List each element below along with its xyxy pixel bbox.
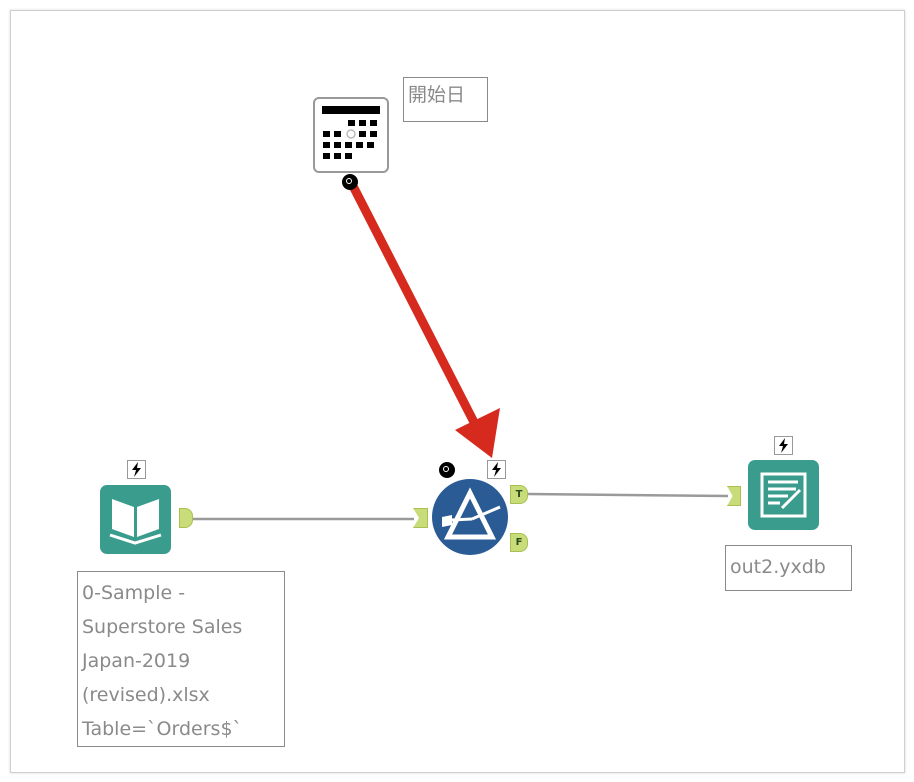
lightning-icon bbox=[127, 460, 146, 479]
red-arrow-annotation bbox=[348, 181, 500, 458]
question-anchor-icon[interactable] bbox=[342, 174, 358, 190]
filter-tool[interactable] bbox=[432, 479, 508, 555]
input-data-tool[interactable] bbox=[100, 485, 171, 554]
annotation-line: (revised).xlsx bbox=[82, 684, 210, 706]
canvas-frame bbox=[10, 10, 905, 773]
filter-true-anchor[interactable]: T bbox=[510, 485, 528, 504]
input-tool-annotation: 0-Sample - Superstore Sales Japan-2019 (… bbox=[77, 571, 285, 747]
filter-false-anchor[interactable]: F bbox=[510, 533, 528, 552]
book-icon bbox=[109, 499, 162, 545]
output-file-icon bbox=[760, 472, 807, 518]
output-tool-annotation: out2.yxdb bbox=[725, 545, 852, 591]
annotation-line: Superstore Sales bbox=[82, 616, 243, 638]
date-tool[interactable] bbox=[313, 97, 389, 173]
date-tool-annotation: 開始日 bbox=[403, 77, 488, 122]
filter-prism-icon bbox=[442, 487, 501, 540]
lightning-icon bbox=[487, 460, 506, 479]
input-tool-output-anchor[interactable] bbox=[179, 508, 193, 528]
calendar-icon bbox=[322, 106, 380, 159]
lightning-icon bbox=[774, 436, 793, 455]
annotation-line: 0-Sample - bbox=[82, 582, 186, 604]
output-data-tool[interactable] bbox=[748, 460, 819, 530]
question-anchor-icon[interactable] bbox=[439, 462, 455, 478]
connection-filter-true-to-output bbox=[527, 492, 729, 498]
annotation-line: Table=`Orders$` bbox=[82, 718, 243, 740]
annotation-line: Japan-2019 bbox=[82, 650, 191, 672]
